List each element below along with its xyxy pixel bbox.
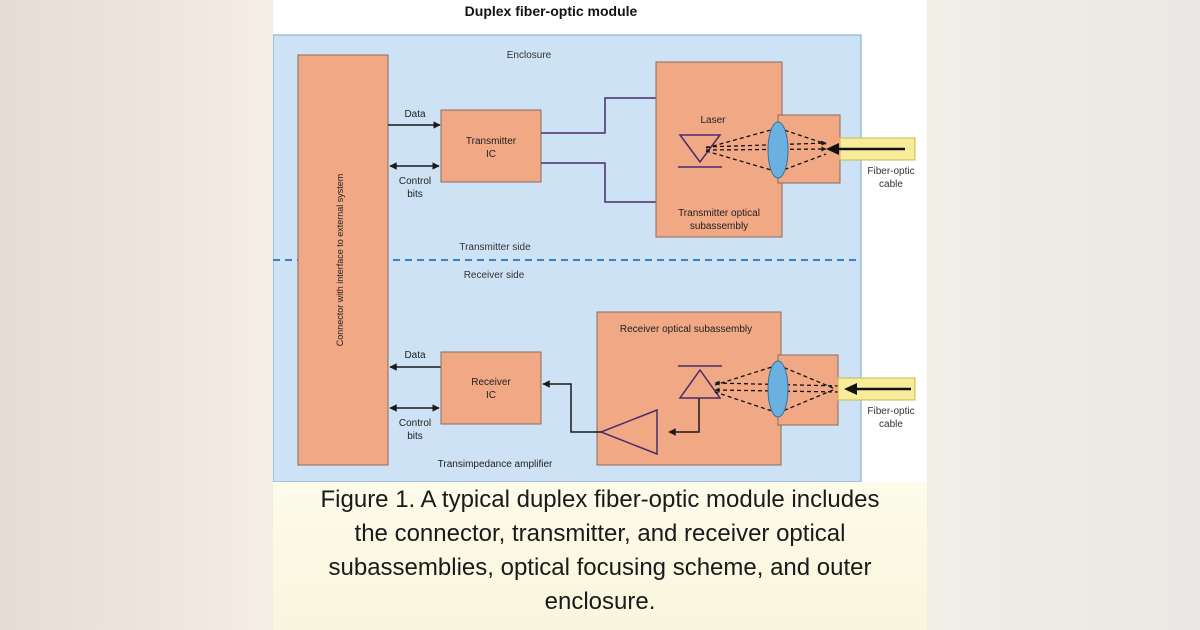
rx-cable-arrowhead	[844, 383, 857, 395]
tx-cable-label: Fiber-optic	[867, 166, 914, 177]
tx-beam-out-top	[705, 127, 779, 149]
laser-label: Laser	[700, 115, 726, 126]
figure-caption: Figure 1. A typical duplex fiber-optic m…	[320, 486, 880, 615]
tx-control-label: Control	[399, 176, 431, 187]
connector-block	[297, 54, 389, 466]
rx-control-label: Control	[399, 418, 431, 429]
laser-diode-icon	[678, 134, 722, 164]
receiver-optical-subassembly	[596, 311, 782, 466]
figure-card: Duplex fiber-optic module Enclosure Tran…	[273, 0, 927, 630]
receiver-ic-sublabel: IC	[486, 390, 496, 401]
diagram-title: Duplex fiber-optic module	[465, 3, 638, 19]
photodiode-to-tia-wire	[668, 398, 700, 436]
tx-beam-out-bottom	[705, 150, 779, 173]
tx-bits-label: bits	[407, 189, 423, 200]
tx-lens-icon	[767, 121, 789, 179]
transmitter-ic	[440, 109, 542, 183]
tx-beam-middle	[705, 146, 827, 152]
tosa-label: Transmitter optical	[678, 208, 760, 219]
fiber-optic-module-diagram: Duplex fiber-optic module Enclosure Tran…	[273, 3, 916, 482]
tx-beam-in-top	[777, 127, 827, 145]
transmitter-optical-subassembly	[655, 61, 783, 238]
photodiode-icon	[678, 368, 722, 399]
connector-label: Connector with interface to external sys…	[335, 174, 345, 347]
rx-cable-sublabel: cable	[879, 419, 903, 430]
transimpedance-amplifier-icon	[598, 408, 658, 456]
enclosure-label: Enclosure	[507, 50, 552, 61]
rosa-label: Receiver optical subassembly	[620, 324, 752, 335]
tia-label: Transimpedance amplifier	[438, 459, 553, 470]
rx-beam-out-bottom	[777, 389, 834, 414]
rx-data-label: Data	[404, 350, 426, 361]
tx-cable-sublabel: cable	[879, 179, 903, 190]
tx-beam-in-bottom	[777, 153, 827, 173]
tia-to-receiver-wire	[542, 380, 601, 433]
receiver-ic-label: Receiver	[471, 377, 511, 388]
tx-data-label: Data	[404, 109, 426, 120]
rx-beam-out-top	[777, 364, 834, 389]
transmitter-ic-sublabel: IC	[486, 149, 496, 160]
tx-beam-upper	[705, 140, 827, 148]
rx-lens-icon	[767, 360, 789, 418]
tx-cable-arrowhead	[826, 143, 839, 155]
tosa-sublabel: subassembly	[690, 221, 748, 232]
receiver-side-label: Receiver side	[464, 270, 525, 281]
caption-background	[273, 482, 927, 630]
rx-cable-label: Fiber-optic	[867, 406, 914, 417]
transmitter-ic-label: Transmitter	[466, 136, 517, 147]
receiver-ic	[440, 351, 542, 425]
transmitter-side-label: Transmitter side	[459, 242, 531, 253]
rx-bits-label: bits	[407, 431, 423, 442]
